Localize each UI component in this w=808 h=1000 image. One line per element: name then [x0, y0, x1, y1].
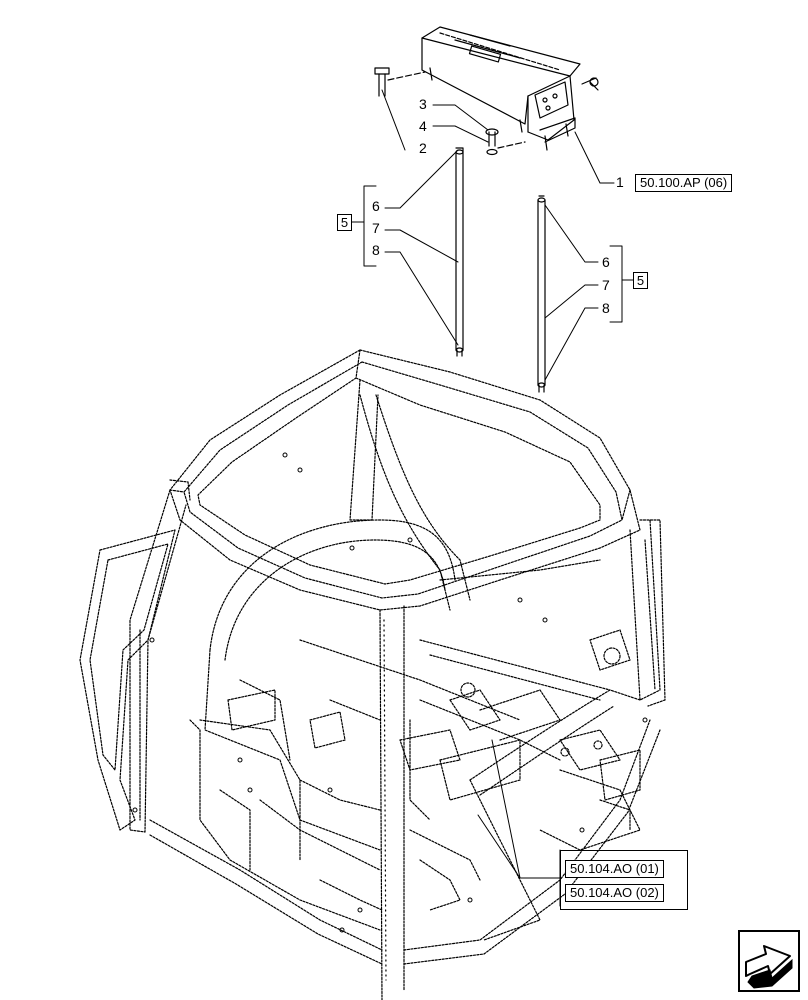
- ref-50-104-ao-01[interactable]: 50.104.AO (01): [565, 860, 664, 878]
- right-group-box: 5: [633, 272, 648, 289]
- callout-3: 3: [419, 96, 427, 112]
- right-callout-7: 7: [602, 277, 610, 293]
- left-callout-8: 8: [372, 242, 380, 258]
- right-bracket: [544, 204, 635, 381]
- left-bracket: [351, 149, 459, 346]
- left-callout-7: 7: [372, 220, 380, 236]
- left-rod: [455, 147, 464, 357]
- control-module: [421, 26, 599, 151]
- callout-1: 1: [616, 174, 624, 190]
- frame-details: [132, 452, 648, 933]
- right-callout-8: 8: [602, 300, 610, 316]
- left-group-box: 5: [337, 214, 352, 231]
- callout-4: 4: [419, 118, 427, 134]
- ref-50-100-ap-06[interactable]: 50.100.AP (06): [635, 174, 733, 192]
- leaders-top: [381, 89, 615, 184]
- leaders-bottom: [477, 739, 561, 907]
- callout-2: 2: [419, 140, 427, 156]
- right-rod: [537, 195, 546, 393]
- cab-frame: [79, 349, 666, 1000]
- ref-50-104-ao-02[interactable]: 50.104.AO (02): [565, 884, 664, 902]
- next-page-arrow-icon[interactable]: [738, 930, 800, 992]
- fasteners: [374, 67, 526, 156]
- right-callout-6: 6: [602, 254, 610, 270]
- left-callout-6: 6: [372, 198, 380, 214]
- ref-group-50-104-ao: [560, 850, 688, 910]
